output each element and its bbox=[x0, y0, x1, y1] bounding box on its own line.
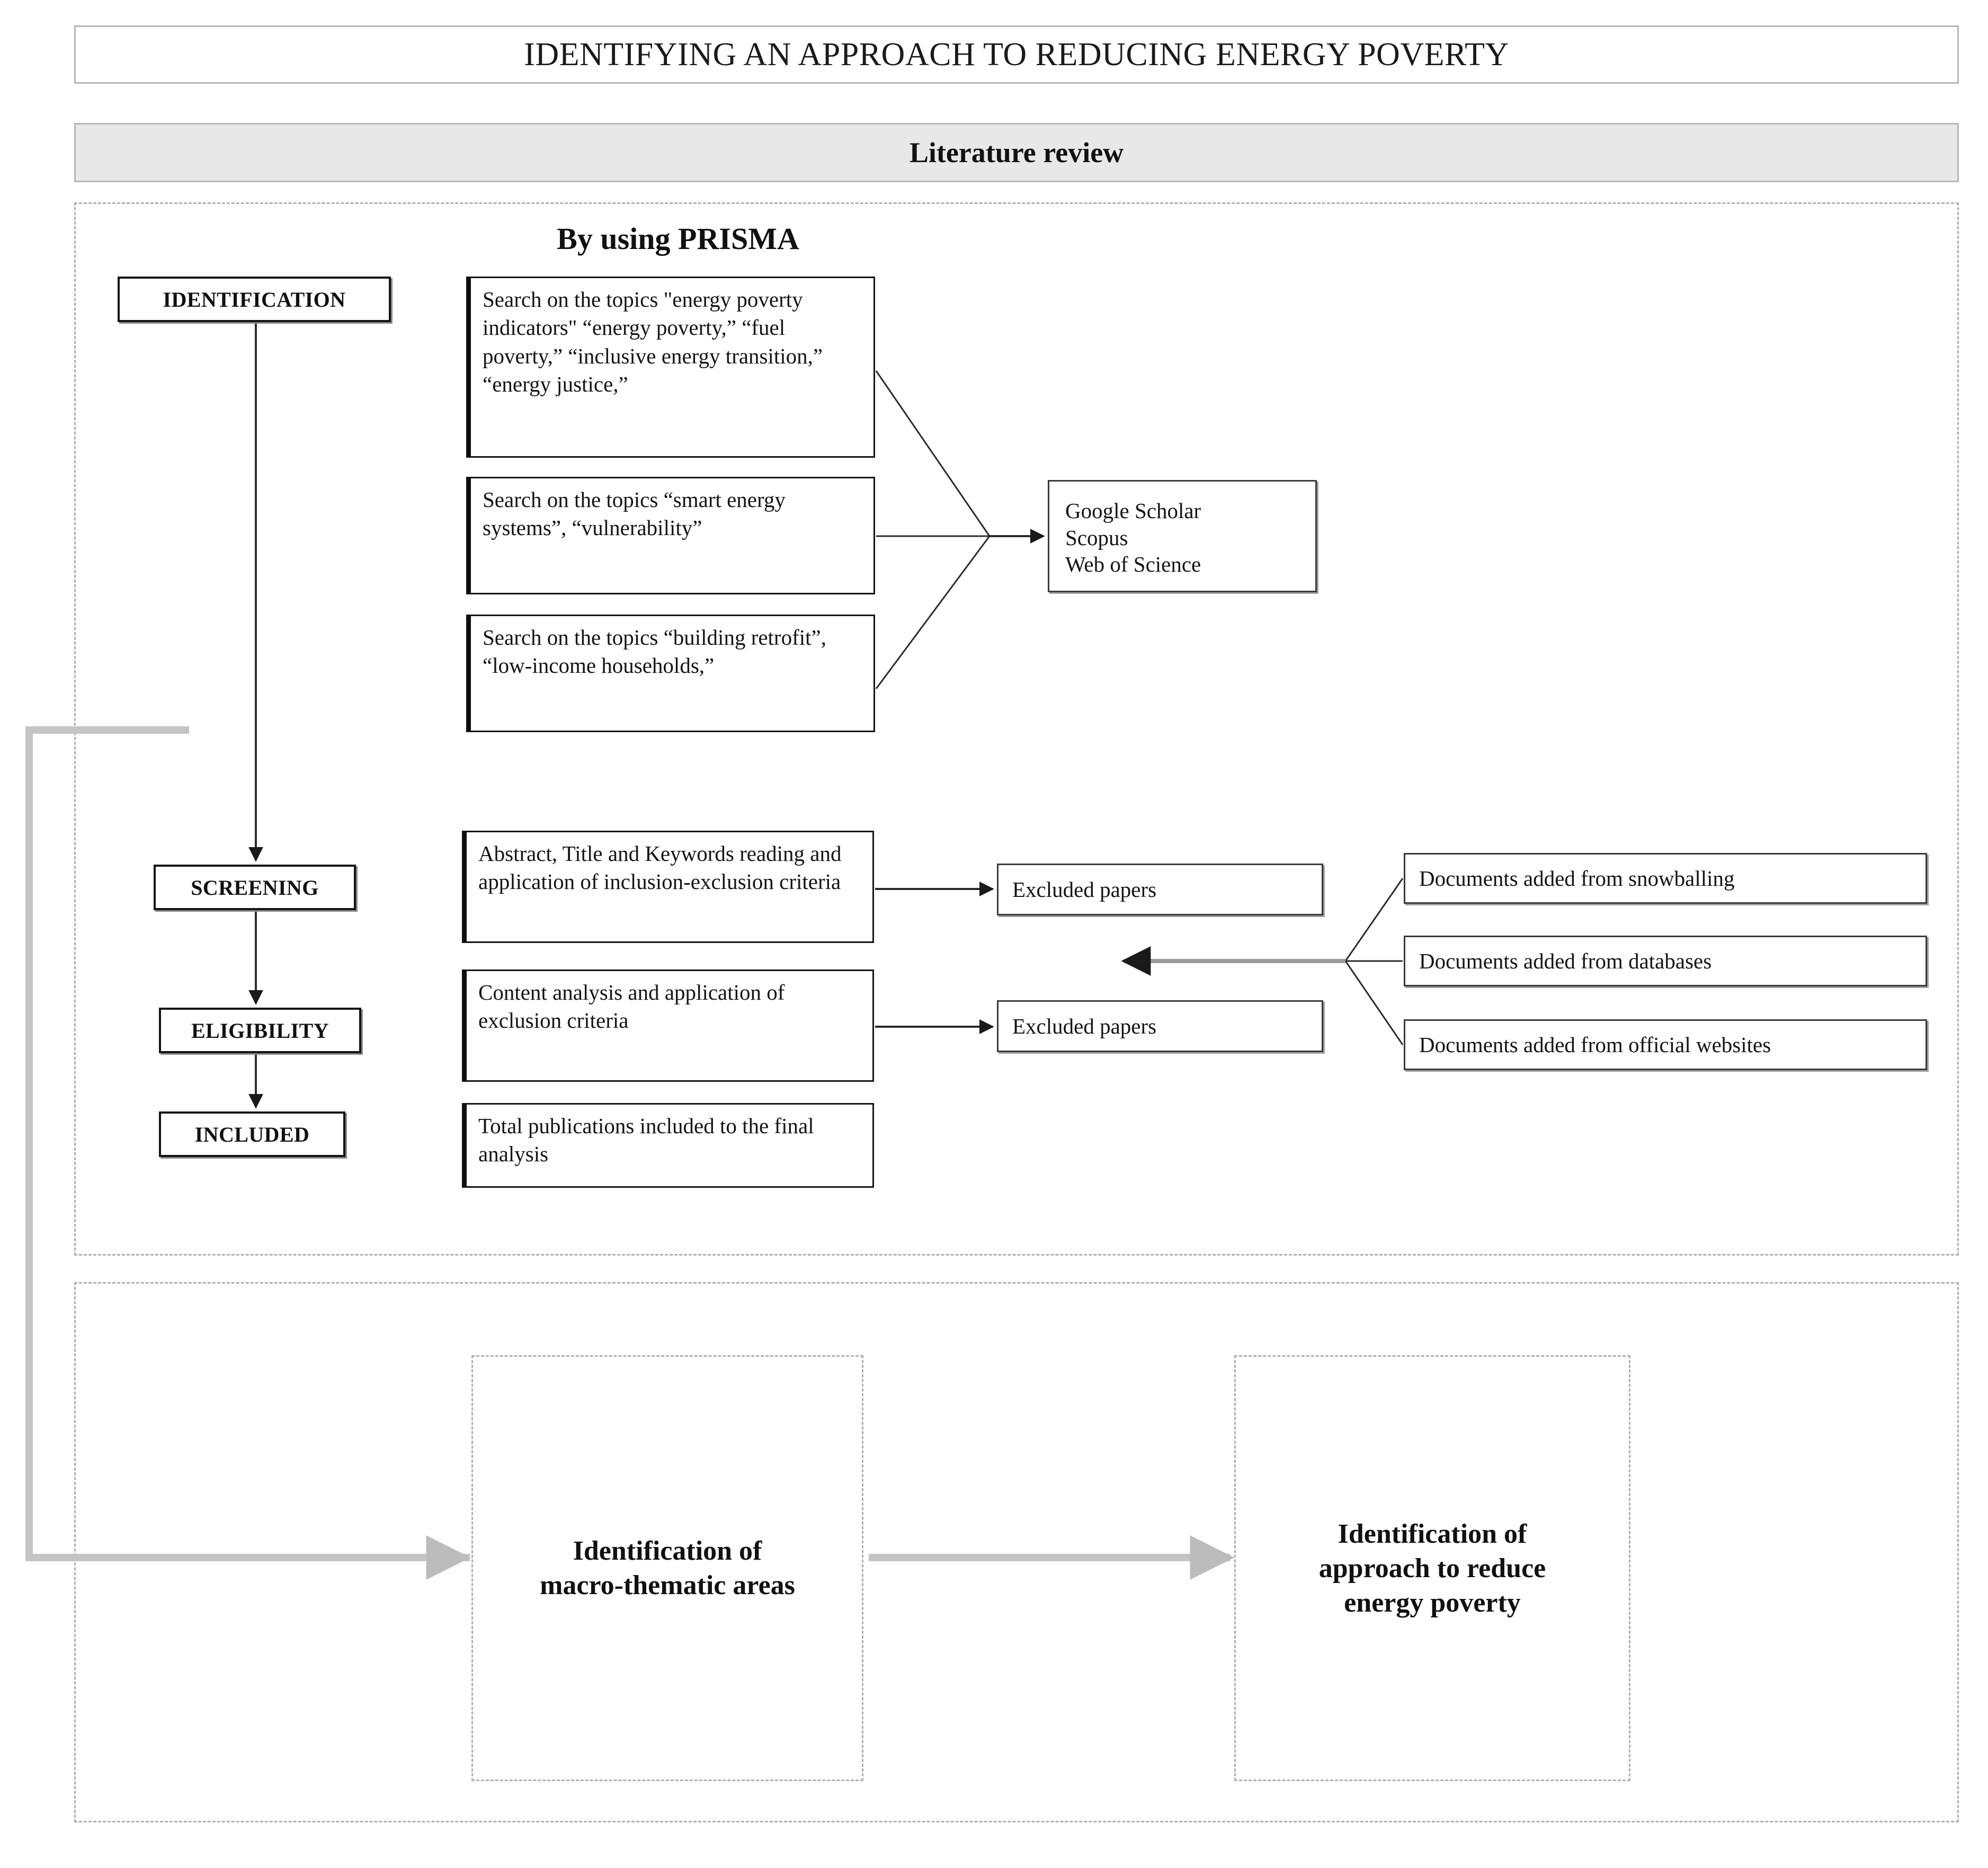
outcome-macro-thematic-areas[interactable]: Identification of macro-thematic areas bbox=[471, 1355, 863, 1781]
outcome-macro-thematic-label: Identification of macro-thematic areas bbox=[540, 1536, 795, 1600]
screening-criteria-box[interactable]: Abstract, Title and Keywords reading and… bbox=[462, 831, 874, 943]
search-topics-box-3[interactable]: Search on the topics “building retrofit”… bbox=[466, 615, 875, 732]
documents-added-snowballing-box[interactable]: Documents added from snowballing bbox=[1404, 853, 1927, 904]
stage-included[interactable]: INCLUDED bbox=[159, 1111, 345, 1157]
database-web-of-science: Web of Science bbox=[1065, 552, 1201, 577]
outcome-section-container bbox=[74, 1282, 1959, 1822]
diagram-title-band: IDENTIFYING AN APPROACH TO REDUCING ENER… bbox=[74, 25, 1959, 84]
outcome-approach-label: Identification of approach to reduce ene… bbox=[1318, 1518, 1546, 1618]
total-publications-box[interactable]: Total publications included to the final… bbox=[462, 1103, 874, 1188]
stage-screening[interactable]: SCREENING bbox=[154, 865, 356, 910]
literature-review-band: Literature review bbox=[74, 123, 1959, 182]
eligibility-criteria-box[interactable]: Content analysis and application of excl… bbox=[462, 969, 874, 1082]
search-topics-box-1[interactable]: Search on the topics "energy poverty ind… bbox=[466, 277, 875, 458]
excluded-papers-box-1[interactable]: Excluded papers bbox=[997, 864, 1323, 915]
search-topics-box-2[interactable]: Search on the topics “smart energy syste… bbox=[466, 477, 875, 594]
literature-review-label: Literature review bbox=[909, 137, 1124, 168]
prisma-section-container bbox=[74, 202, 1959, 1256]
excluded-papers-box-2[interactable]: Excluded papers bbox=[997, 1000, 1323, 1052]
prisma-heading: By using PRISMA bbox=[557, 221, 799, 256]
documents-added-websites-box[interactable]: Documents added from official websites bbox=[1404, 1019, 1927, 1070]
database-google-scholar: Google Scholar bbox=[1065, 498, 1201, 523]
documents-added-databases-box[interactable]: Documents added from databases bbox=[1404, 936, 1927, 986]
stage-eligibility[interactable]: ELIGIBILITY bbox=[159, 1008, 361, 1053]
databases-box[interactable]: Google Scholar Scopus Web of Science bbox=[1048, 480, 1317, 592]
stage-identification[interactable]: IDENTIFICATION bbox=[118, 277, 391, 322]
outcome-approach-to-reduce-energy-poverty[interactable]: Identification of approach to reduce ene… bbox=[1234, 1355, 1630, 1781]
page-title: IDENTIFYING AN APPROACH TO REDUCING ENER… bbox=[524, 36, 1509, 73]
database-scopus: Scopus bbox=[1065, 525, 1128, 550]
